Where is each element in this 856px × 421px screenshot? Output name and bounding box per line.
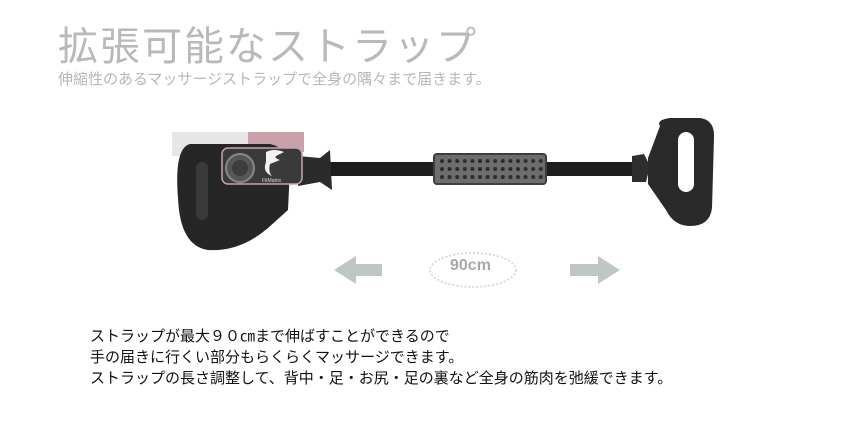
massage-dot [538,167,543,171]
massage-dot [478,175,482,179]
massage-dot [462,167,467,171]
massage-dot [478,159,482,163]
massage-dot [500,159,505,163]
right-handle-hole [678,132,694,192]
brand-logo-icon [264,150,284,176]
massage-dot [470,159,475,163]
massage-dot [508,175,513,179]
massage-dot [531,175,536,179]
massage-dot [440,175,444,179]
length-label-oval [429,252,517,288]
strap-product-image: FitMatrix [172,118,715,251]
massage-dot [493,159,498,163]
right-arrow-icon [570,256,620,284]
handle-grip-hole [196,162,208,220]
massage-dot [500,167,505,171]
massage-dot [462,159,467,163]
massage-dot [470,167,475,171]
massage-dot [447,159,452,163]
description-line-3: ストラップの長さ調整して、背中・足・お尻・足の裏など全身の筋肉を弛緩できます。 [90,369,673,387]
massage-dot [485,175,490,179]
massage-dot [485,159,490,163]
massage-dot [485,167,490,171]
massage-dot [538,175,543,179]
massage-dot [440,167,444,171]
left-connector [298,150,332,190]
massage-dot [455,167,460,171]
page-subtitle: 伸縮性のあるマッサージストラップで全身の隅々まで届きます。 [58,70,491,88]
page-title: 拡張可能なストラップ [58,24,478,70]
massage-dot [462,175,467,179]
massage-dot [523,167,528,171]
description: ストラップが最大９０㎝まで伸ばすことができるので 手の届きに行くい部分もらくらく… [90,326,672,389]
massage-dot [447,167,452,171]
brand-text: FitMatrix [262,178,282,184]
massage-dot [455,159,460,163]
description-line-1: ストラップが最大９０㎝まで伸ばすことができるので [90,327,450,345]
massage-dot [508,159,513,163]
massage-dot [470,175,475,179]
massage-dot [455,175,460,179]
massage-dot [500,175,505,179]
length-label: 90cm [450,257,491,274]
left-arrow-icon [334,256,382,284]
massage-dot [538,159,543,163]
massage-dot [447,175,452,179]
massage-dot [523,175,528,179]
right-connector [632,154,650,182]
massage-dot [508,167,513,171]
massage-dot [516,159,520,163]
massage-dot [516,175,520,179]
massage-dot [531,167,536,171]
massage-dot [493,175,498,179]
massage-dot [493,167,498,171]
length-indicator: 90cm [330,248,630,292]
massage-dot [516,167,520,171]
massage-dot [531,159,536,163]
massage-dot [478,167,482,171]
massage-dot [523,159,528,163]
description-line-2: 手の届きに行くい部分もらくらくマッサージできます。 [90,348,464,366]
massage-pad-dots [440,159,543,179]
massage-dot [440,159,444,163]
